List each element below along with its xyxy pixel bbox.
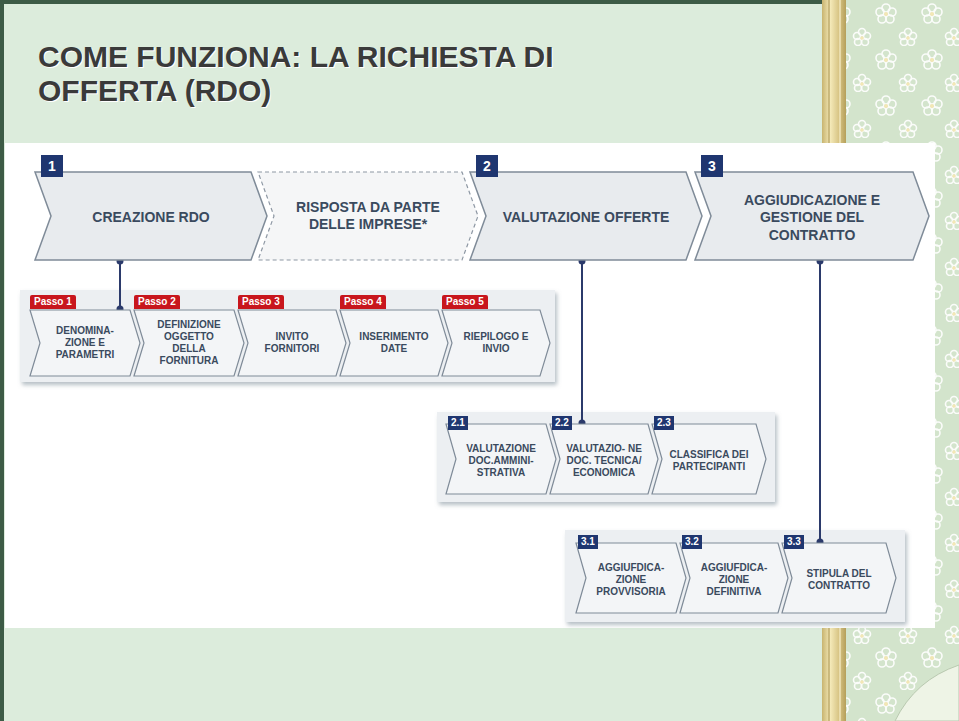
step-chevron: Passo 2DEFINIZIONE OGGETTO DELLA FORNITU… <box>134 310 244 376</box>
step-label: Passo 2 <box>134 295 180 309</box>
response-chevron: RISPOSTA DA PARTE DELLE IMPRESE* <box>258 172 478 260</box>
chevron-shape <box>550 424 658 494</box>
text-holder: VALUTAZIONE DOC.AMMINI- STRATIVA <box>446 424 556 494</box>
text-holder: RIEPILOGO E INVIO <box>442 310 550 376</box>
phase-chevron: 2VALUTAZIONE OFFERTE <box>470 172 702 260</box>
step-chevron: 2.1VALUTAZIONE DOC.AMMINI- STRATIVA <box>446 424 556 494</box>
text-holder: AGGIUFDICA- ZIONE DEFINITIVA <box>680 543 788 613</box>
step-text: DEFINIZIONE OGGETTO DELLA FORNITURA <box>148 319 230 367</box>
connector-line <box>119 260 121 310</box>
connector <box>117 258 124 313</box>
page-curl <box>895 665 959 721</box>
step-text: VALUTAZIONE OFFERTE <box>503 205 670 227</box>
step-label: 2.1 <box>448 416 468 430</box>
step-text: CLASSIFICA DEI PARTECIPANTI <box>666 446 752 473</box>
step-label: 2.3 <box>654 416 674 430</box>
step-text: CREAZIONE RDO <box>92 205 209 227</box>
chevron-shape <box>782 543 896 613</box>
step-chevron: Passo 1DENOMINA- ZIONE E PARAMETRI <box>30 310 140 376</box>
phase-number: 1 <box>41 155 63 177</box>
connector-line <box>581 260 583 424</box>
chevron-shape <box>576 543 686 613</box>
frame-top <box>0 0 822 4</box>
text-holder: AGGIUFDICA- ZIONE PROVVISORIA <box>576 543 686 613</box>
step-row-panel <box>437 412 775 502</box>
step-chevron: Passo 4INSERIMENTO DATE <box>340 310 448 376</box>
step-text: VALUTAZIO- NE DOC. TECNICA/ ECONOMICA <box>564 440 644 479</box>
step-chevron: 3.3STIPULA DEL CONTRATTO <box>782 543 896 613</box>
step-chevron: 2.2VALUTAZIO- NE DOC. TECNICA/ ECONOMICA <box>550 424 658 494</box>
connector <box>817 258 824 546</box>
text-holder: INVITO FORNITORI <box>238 310 346 376</box>
chevron-shape <box>695 172 929 260</box>
step-label: Passo 5 <box>442 295 488 309</box>
step-chevron: 3.1AGGIUFDICA- ZIONE PROVVISORIA <box>576 543 686 613</box>
step-text: RISPOSTA DA PARTE DELLE IMPRESE* <box>278 199 458 234</box>
chevron-shape <box>258 172 478 260</box>
chevron-shape <box>238 310 346 376</box>
step-chevron: 2.3CLASSIFICA DEI PARTECIPANTI <box>652 424 766 494</box>
step-text: AGGIUFDICA- ZIONE DEFINITIVA <box>694 559 774 598</box>
text-holder: DENOMINA- ZIONE E PARAMETRI <box>30 310 140 376</box>
step-text: AGGIUDICAZIONE E GESTIONE DEL CONTRATTO <box>715 188 909 245</box>
chevron-shape <box>652 424 766 494</box>
frame-left <box>0 0 4 721</box>
text-holder: CREAZIONE RDO <box>35 172 267 260</box>
step-row-panel <box>20 290 555 382</box>
chevron-shape <box>134 310 244 376</box>
chevron-shape <box>340 310 448 376</box>
chevron-shape <box>446 424 556 494</box>
step-text: DENOMINA- ZIONE E PARAMETRI <box>44 325 126 361</box>
phase-chevron: 3AGGIUDICAZIONE E GESTIONE DEL CONTRATTO <box>695 172 929 260</box>
chevron-shape <box>470 172 702 260</box>
text-holder: RISPOSTA DA PARTE DELLE IMPRESE* <box>258 172 478 260</box>
text-holder: VALUTAZIONE OFFERTE <box>470 172 702 260</box>
step-label: 3.2 <box>682 535 702 549</box>
step-label: Passo 1 <box>30 295 76 309</box>
step-text: INVITO FORNITORI <box>252 331 332 355</box>
step-text: RIEPILOGO E INVIO <box>456 331 536 355</box>
connector <box>579 258 586 427</box>
step-label: Passo 3 <box>238 295 284 309</box>
step-label: 2.2 <box>552 416 572 430</box>
phase-number: 2 <box>476 155 498 177</box>
text-holder: CLASSIFICA DEI PARTECIPANTI <box>652 424 766 494</box>
step-label: Passo 4 <box>340 295 386 309</box>
chevron-shape <box>680 543 788 613</box>
step-label: 3.3 <box>784 535 804 549</box>
text-holder: VALUTAZIO- NE DOC. TECNICA/ ECONOMICA <box>550 424 658 494</box>
text-holder: DEFINIZIONE OGGETTO DELLA FORNITURA <box>134 310 244 376</box>
text-holder: AGGIUDICAZIONE E GESTIONE DEL CONTRATTO <box>695 172 929 260</box>
chevron-shape <box>442 310 550 376</box>
content-panel <box>5 143 935 628</box>
step-text: VALUTAZIONE DOC.AMMINI- STRATIVA <box>460 440 542 479</box>
step-chevron: 3.2AGGIUFDICA- ZIONE DEFINITIVA <box>680 543 788 613</box>
chevron-shape <box>30 310 140 376</box>
step-text: AGGIUFDICA- ZIONE PROVVISORIA <box>590 559 672 598</box>
step-chevron: Passo 3INVITO FORNITORI <box>238 310 346 376</box>
phase-chevron: 1CREAZIONE RDO <box>35 172 267 260</box>
step-row-panel <box>565 530 905 622</box>
connector-line <box>819 260 821 543</box>
slide-title: COME FUNZIONA: LA RICHIESTA DI OFFERTA (… <box>38 40 678 107</box>
text-holder: INSERIMENTO DATE <box>340 310 448 376</box>
step-text: INSERIMENTO DATE <box>354 331 434 355</box>
step-chevron: Passo 5RIEPILOGO E INVIO <box>442 310 550 376</box>
phase-number: 3 <box>701 155 723 177</box>
text-holder: STIPULA DEL CONTRATTO <box>782 543 896 613</box>
step-label: 3.1 <box>578 535 598 549</box>
chevron-shape <box>35 172 267 260</box>
step-text: STIPULA DEL CONTRATTO <box>796 565 882 592</box>
